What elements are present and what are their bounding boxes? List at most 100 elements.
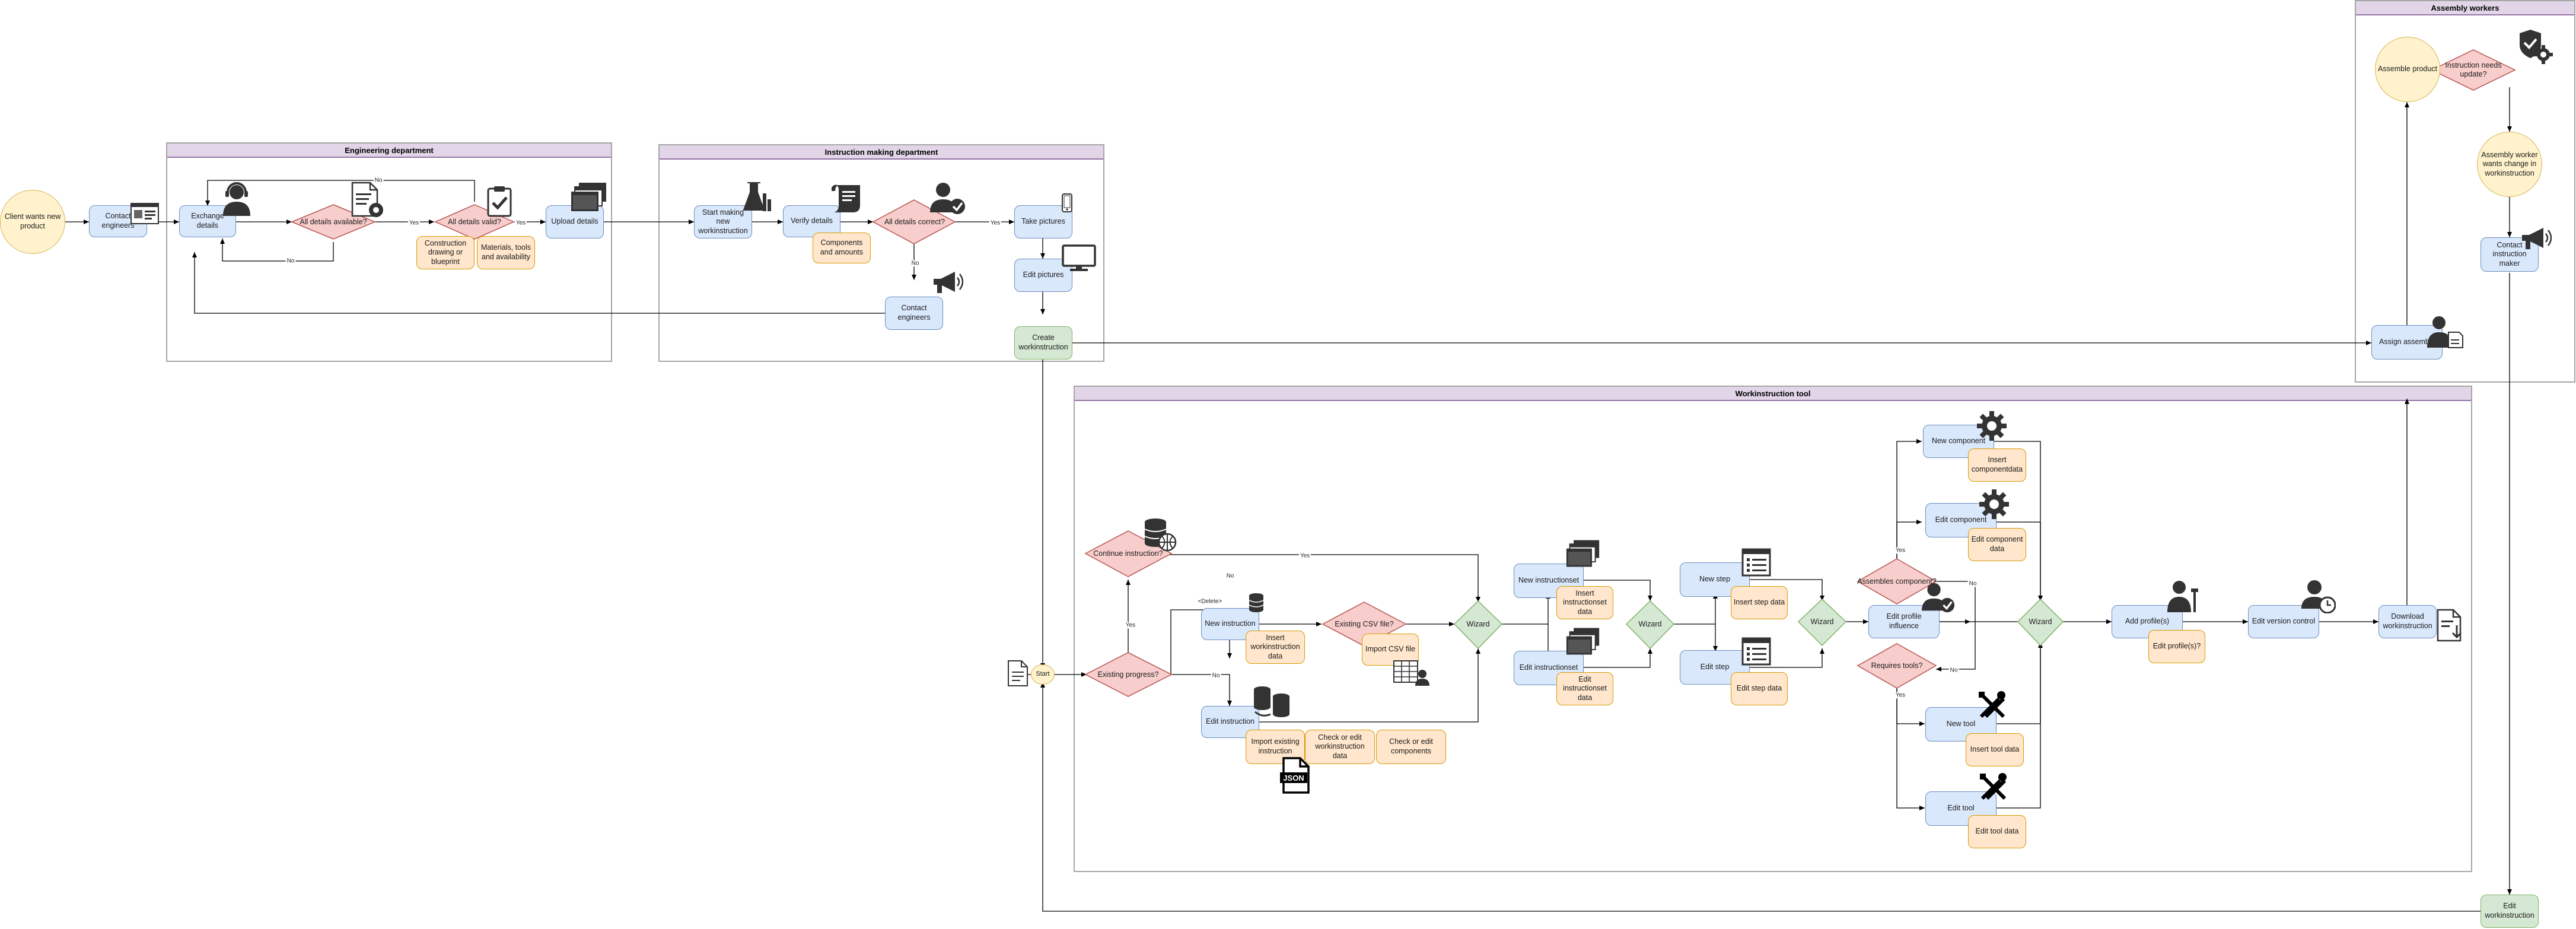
contact-engineers-2[interactable]: Contact engineers [885, 297, 943, 330]
edge-label-yes: Yes [1894, 692, 1907, 699]
lane-engineering-title: Engineering department [167, 144, 611, 158]
contact-card-icon [130, 203, 159, 224]
lane-workinstruction-tool-title: Workinstruction tool [1075, 387, 2471, 401]
megaphone-icon [2522, 228, 2552, 249]
edge-label-no: No [285, 257, 296, 265]
edge [1040, 682, 2481, 912]
assemble-product[interactable]: Assemble product [2375, 37, 2440, 102]
monitor-icon [1062, 244, 1096, 271]
user-document-icon [2427, 316, 2463, 348]
assembly-worker-wants-change[interactable]: Assembly worker wants change in workinst… [2477, 132, 2542, 197]
database-icon [1249, 593, 1264, 612]
wizard-4-diamond [2017, 598, 2064, 647]
files-stack-icon [571, 183, 606, 211]
insert-instructionset-data[interactable]: Insert instructionset data [1556, 586, 1613, 619]
import-existing-instruction[interactable]: Import existing instruction [1246, 730, 1305, 764]
edge [1896, 682, 1925, 810]
lane-assembly-workers-title: Assembly workers [2356, 1, 2574, 15]
edit-instructionset-data[interactable]: Edit instructionset data [1556, 672, 1613, 705]
edge-label-no: No [1948, 667, 1959, 674]
clipboard-check-icon [487, 186, 512, 217]
list-window-icon [1741, 548, 1771, 577]
json-file-icon: JSON [1280, 757, 1310, 794]
decision-assembles-component [1857, 558, 1937, 605]
edge [1896, 520, 1922, 564]
check-edit-workinstruction-data[interactable]: Check or edit workinstruction data [1305, 730, 1375, 764]
insert-step-data[interactable]: Insert step data [1731, 586, 1788, 619]
user-check-icon [930, 183, 965, 214]
edit-step-data[interactable]: Edit step data [1731, 672, 1788, 705]
verify-details[interactable]: Verify details [783, 205, 840, 237]
user-clock-icon [2301, 580, 2336, 613]
insert-workinstruction-data[interactable]: Insert workinstruction data [1246, 631, 1305, 664]
lane-engineering: Engineering department [166, 142, 612, 362]
edge-label-no: No [1967, 580, 1978, 587]
file-settings-icon [351, 182, 383, 217]
edge [1746, 579, 1824, 601]
list-window-icon [1741, 637, 1771, 666]
wizard-3-diamond [1797, 598, 1847, 647]
create-workinstruction[interactable]: Create workinstruction [1014, 326, 1072, 359]
edge-label-no: No [373, 177, 384, 184]
gear-icon [1977, 411, 2007, 441]
edge-label-yes: Yes [1298, 552, 1311, 559]
edge [1171, 674, 1232, 706]
decision-existing-progress [1084, 652, 1173, 697]
file-download-icon [2437, 609, 2462, 642]
start-making-new-workinstruction[interactable]: Start making new workinstruction [694, 205, 752, 238]
import-csv-file[interactable]: Import CSV file [1362, 634, 1419, 666]
edit-workinstruction-final[interactable]: Edit workinstruction [2481, 895, 2539, 928]
document-icon [1008, 660, 1028, 686]
tools-icon [1979, 691, 2005, 718]
new-step[interactable]: New step [1680, 562, 1750, 597]
database-share-icon [1254, 686, 1289, 717]
edge-label-yes: Yes [1894, 547, 1907, 554]
components-and-amounts[interactable]: Components and amounts [813, 233, 871, 263]
construction-drawing[interactable]: Construction drawing or blueprint [416, 236, 475, 269]
wizard-2-diamond [1625, 600, 1675, 650]
edge [205, 180, 475, 206]
wizard-1-diamond [1453, 600, 1503, 650]
lane-instruction-making-title: Instruction making department [660, 145, 1103, 160]
edge [192, 252, 885, 314]
files-stack-icon [1566, 540, 1600, 567]
assign-assembly[interactable]: Assign assembly [2371, 325, 2443, 359]
client-wants-new-product[interactable]: Client wants new product [0, 190, 65, 254]
megaphone-icon [934, 272, 963, 293]
decision-instruction-needs-update [2431, 49, 2516, 91]
edge-label-yes: Yes [1124, 622, 1137, 629]
table-user-icon [1393, 660, 1429, 686]
edit-tool-data[interactable]: Edit tool data [1968, 815, 2026, 848]
download-workinstruction[interactable]: Download workinstruction [2378, 605, 2437, 638]
insert-tool-data[interactable]: Insert tool data [1966, 733, 2024, 766]
edge-label-yes: Yes [989, 219, 1002, 227]
database-globe-icon [1144, 518, 1177, 552]
edge [1976, 642, 2043, 809]
edge [1259, 648, 1480, 723]
edge [1746, 648, 1824, 668]
edit-component-data[interactable]: Edit component data [1968, 528, 2026, 561]
edge [1896, 439, 1922, 564]
edge-label-no: No [1225, 572, 1236, 580]
edge [1584, 648, 1652, 668]
phone-icon [1062, 193, 1072, 212]
start-node[interactable]: Start [1031, 664, 1055, 685]
new-instruction[interactable]: New instruction [1201, 608, 1259, 640]
new-instructionset[interactable]: New instructionset [1514, 564, 1584, 598]
new-component[interactable]: New component [1923, 425, 1994, 458]
materials-tools-availability[interactable]: Materials, tools and availability [477, 236, 535, 269]
edit-instruction[interactable]: Edit instruction [1201, 706, 1259, 738]
gear-icon [1979, 489, 2009, 519]
worker-icon [2167, 581, 2198, 612]
edge [1896, 682, 1925, 726]
edit-profiles[interactable]: Edit profile(s)? [2148, 630, 2205, 663]
badge-gear-icon [2520, 30, 2553, 64]
check-edit-components[interactable]: Check or edit components [1376, 730, 1446, 764]
edge [1161, 554, 1480, 602]
edit-version-control[interactable]: Edit version control [2248, 605, 2319, 638]
edge [1674, 593, 1718, 625]
tools-icon [1980, 773, 2007, 800]
edge-label-no: No [910, 260, 921, 267]
svg-text:JSON: JSON [1283, 774, 1304, 782]
insert-componentdata[interactable]: Insert componentdata [1968, 448, 2026, 482]
